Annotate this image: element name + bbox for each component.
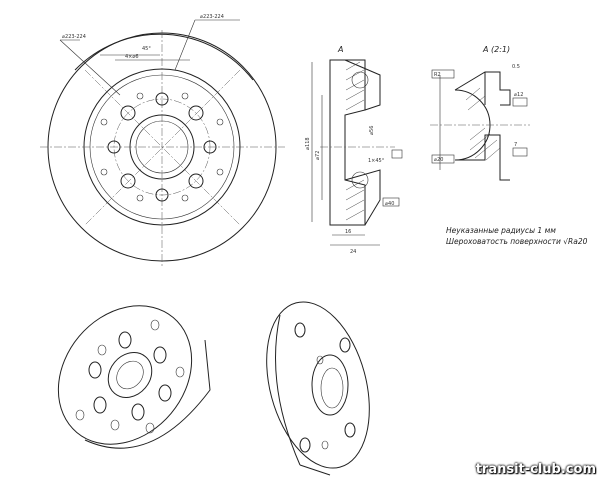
detail-title: A (2:1): [482, 45, 510, 54]
detail-dim-5: R2: [434, 72, 441, 78]
angle-label: 45°: [142, 46, 151, 52]
flange-label: ⌀40: [385, 201, 394, 207]
isometric-view-back: [266, 301, 370, 476]
bore-dia: ⌀56: [369, 126, 375, 135]
chamfer-label: 1×45°: [368, 158, 385, 164]
note-roughness: Шероховатость поверхности √Ra20: [446, 237, 588, 246]
section-hatching: [345, 61, 365, 221]
watermark: transit-club.com: [475, 462, 596, 477]
detail-view: A (2:1) 0.5 ⌀12 ⌀20 7 R2: [430, 45, 530, 181]
section-view: A ⌀118 ⌀72 ⌀56 1×45° 16 24 ⌀40: [305, 45, 403, 255]
isometric-view-front: [57, 305, 211, 449]
detail-dim-4: 7: [514, 142, 517, 148]
outer-dia-callout: ⌀223-224: [62, 34, 86, 40]
bolt-holes: [100, 92, 224, 202]
rim-dia-callout: ⌀223-224: [200, 14, 224, 20]
note-radii: Неуказанные радиусы 1 мм: [446, 226, 556, 235]
overall-dia: ⌀118: [305, 137, 311, 150]
thickness: 24: [350, 249, 356, 255]
hub-dia: ⌀72: [315, 151, 321, 160]
bottom-width: 16: [345, 229, 351, 235]
notes: Неуказанные радиусы 1 мм Шероховатость п…: [446, 226, 588, 246]
view-marker: A: [337, 45, 343, 54]
detail-dim-1: 0.5: [512, 64, 520, 70]
detail-dim-3: ⌀20: [434, 157, 443, 163]
pcd-label: 4×⌀6: [125, 54, 139, 60]
front-view: ⌀223-224 ⌀223-224 4×⌀6 45°: [40, 14, 285, 268]
iso-holes-back: [294, 322, 356, 453]
detail-hatching: [465, 87, 501, 161]
detail-dim-2: ⌀12: [514, 92, 523, 98]
iso-holes-front: [75, 319, 185, 434]
